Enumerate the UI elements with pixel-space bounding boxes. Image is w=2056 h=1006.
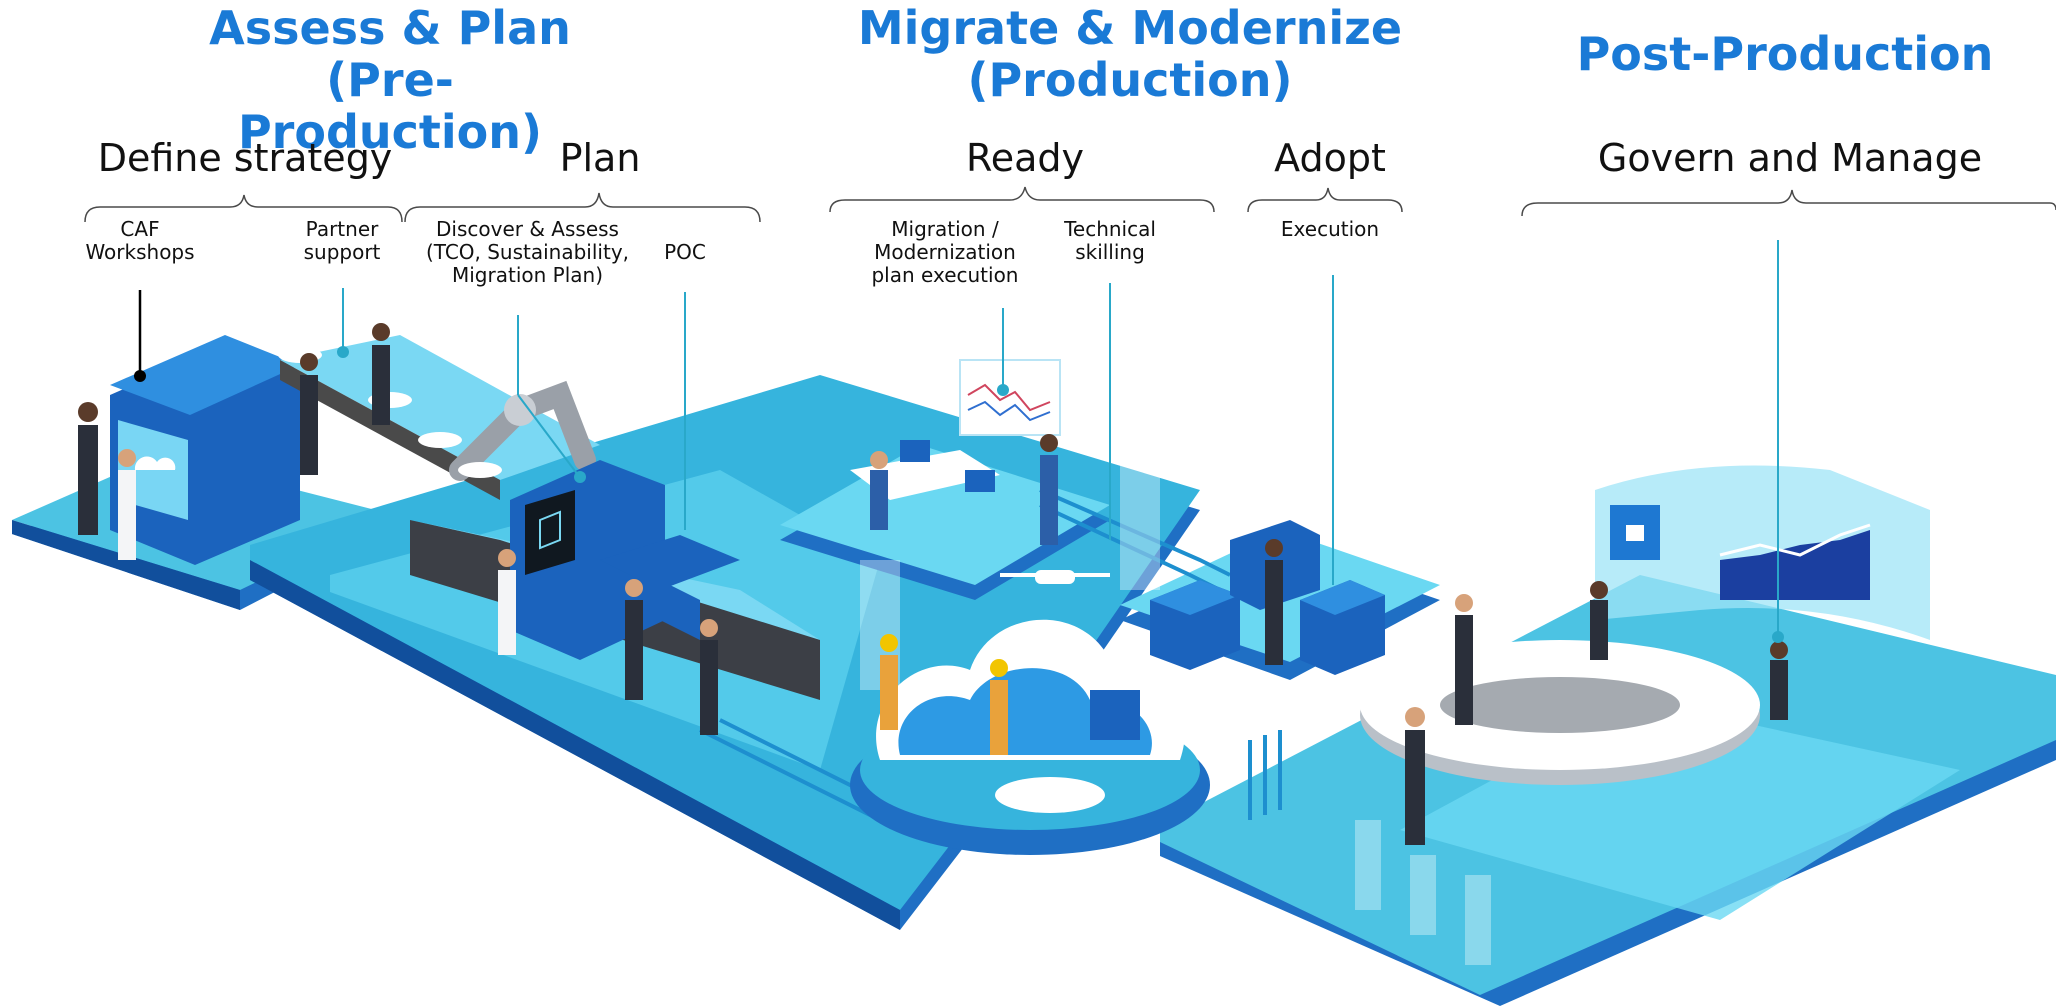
activity-partner-line2: support xyxy=(303,240,381,264)
activity-skilling-line2: skilling xyxy=(1075,240,1145,264)
stage-brackets xyxy=(84,186,2056,223)
phase-assess-plan: Assess & Plan (Pre-Production) xyxy=(180,2,600,158)
activity-migration-line2: Modernization xyxy=(874,240,1016,264)
lock-icon xyxy=(1626,525,1644,541)
stage-define-strategy: Define strategy xyxy=(97,136,393,180)
activity-poc: POC xyxy=(645,241,725,264)
activity-partner-support: Partner support xyxy=(282,218,402,264)
bracket-plan xyxy=(404,192,761,223)
activity-migration-line1: Migration / xyxy=(891,217,999,241)
stage-adopt: Adopt xyxy=(1274,136,1386,180)
bracket-adopt xyxy=(1247,187,1403,213)
cloud-structure xyxy=(850,619,1210,855)
activity-caf-workshops: CAF Workshops xyxy=(70,218,210,264)
activity-execution-line1: Execution xyxy=(1280,217,1380,241)
platform-ready xyxy=(780,445,1110,600)
phase-post-production: Post-Production xyxy=(1560,28,2010,80)
phase-migrate-line1: Migrate & Modernize xyxy=(857,1,1403,55)
activity-migration-execution: Migration / Modernization plan execution xyxy=(865,218,1025,287)
caf-kiosk xyxy=(110,335,300,565)
activity-migration-line3: plan execution xyxy=(871,263,1019,287)
phase-migrate-line2: (Production) xyxy=(967,53,1293,107)
storage-crates xyxy=(1150,520,1385,675)
activity-discover-line3: Migration Plan) xyxy=(451,263,603,287)
activity-discover-line2: (TCO, Sustainability, xyxy=(425,240,630,264)
activity-partner-line1: Partner xyxy=(305,217,379,241)
phase-post-line1: Post-Production xyxy=(1576,27,1994,81)
activity-execution: Execution xyxy=(1270,218,1390,241)
activity-skilling-line1: Technical xyxy=(1064,217,1156,241)
stage-plan: Plan xyxy=(559,136,641,180)
activity-caf-line1: CAF xyxy=(120,217,160,241)
phase-assess-plan-line2: (Pre-Production) xyxy=(237,53,543,159)
hologram-beams xyxy=(860,440,1491,965)
stage-govern-manage: Govern and Manage xyxy=(1597,136,1983,180)
dashboard-screen xyxy=(1595,465,1930,640)
robot-arm xyxy=(449,380,596,481)
people xyxy=(78,323,1788,845)
bracket-govern xyxy=(1521,189,2056,217)
activity-caf-line2: Workshops xyxy=(85,240,195,264)
bracket-ready xyxy=(829,186,1215,213)
drone xyxy=(1000,570,1110,584)
stage-ready: Ready xyxy=(966,136,1084,180)
activity-poc-line1: POC xyxy=(664,240,706,264)
poc-desk xyxy=(600,535,740,640)
phase-migrate-modernize: Migrate & Modernize (Production) xyxy=(850,2,1410,106)
bracket-define xyxy=(84,194,403,223)
activity-discover-assess: Discover & Assess (TCO, Sustainability, … xyxy=(420,218,635,287)
activity-technical-skilling: Technical skilling xyxy=(1050,218,1170,264)
activity-discover-line1: Discover & Assess xyxy=(436,217,619,241)
phase-assess-plan-line1: Assess & Plan xyxy=(209,1,571,55)
cloud-icon xyxy=(134,456,176,470)
ready-workstations xyxy=(850,359,1061,500)
leader-lines xyxy=(134,240,1784,643)
